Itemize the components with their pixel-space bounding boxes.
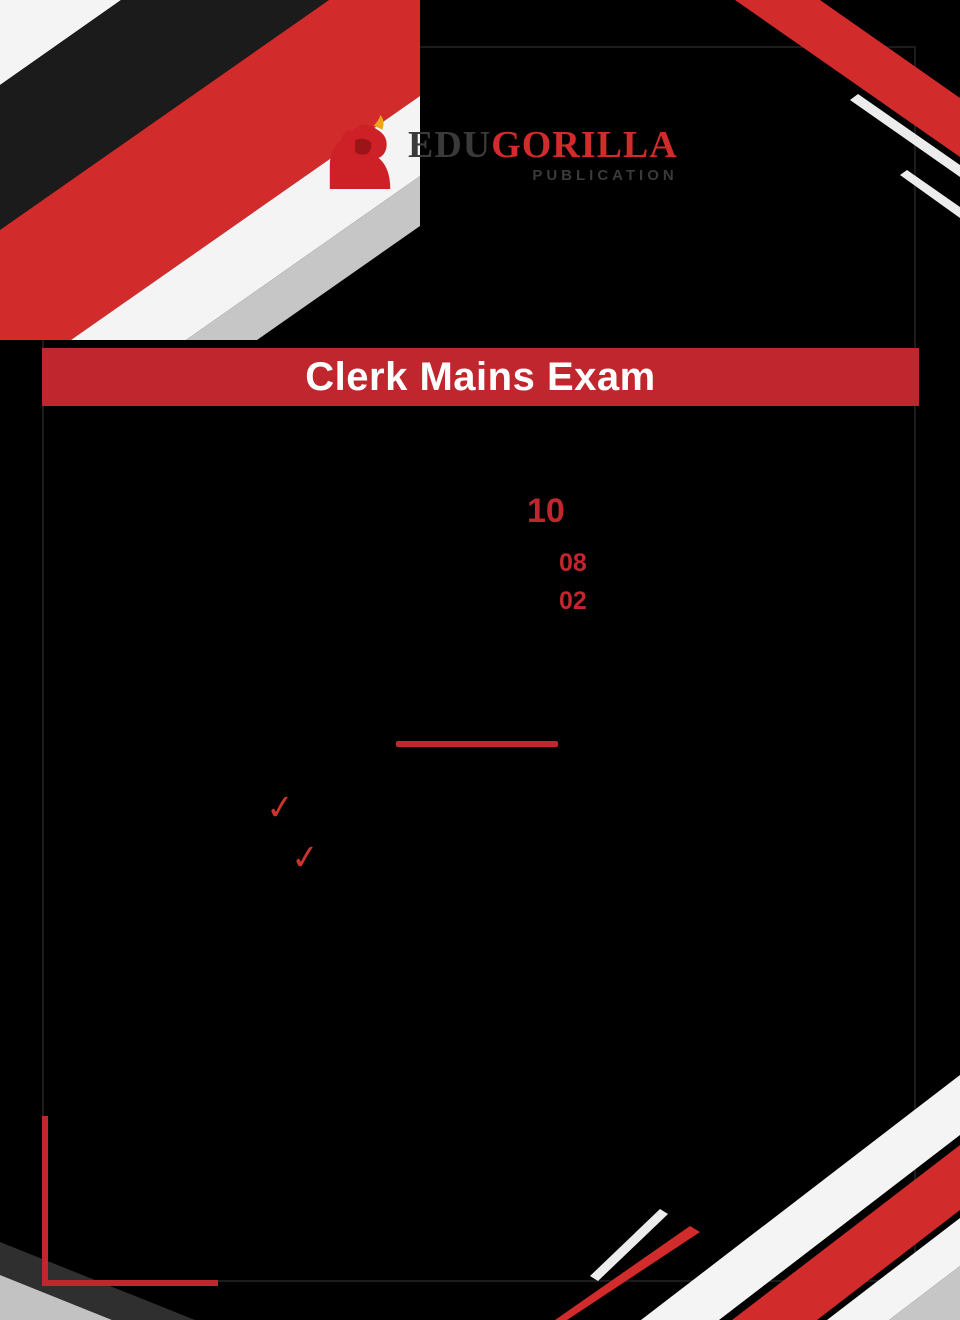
- exam-title: Clerk Mains Exam: [305, 354, 656, 399]
- count-line2: 02: [559, 587, 587, 615]
- logo-wordmark: EDUGORILLA PUBLICATION: [408, 112, 678, 184]
- count-total: 10: [527, 492, 565, 530]
- corner-bracket-horizontal: [42, 1280, 218, 1286]
- corner-bracket-vertical: [42, 1116, 48, 1285]
- logo-tagline: PUBLICATION: [532, 167, 678, 184]
- count-line1: 08: [559, 549, 587, 577]
- checkmark-icon: ✓: [264, 787, 297, 829]
- gorilla-icon: [329, 114, 391, 190]
- flame-icon: [373, 114, 384, 130]
- edugorilla-logo: EDUGORILLA PUBLICATION: [322, 112, 678, 192]
- logo-word-edu: EDU: [408, 124, 492, 166]
- logo-word-gorilla: GORILLA: [491, 124, 678, 166]
- title-banner: Clerk Mains Exam: [42, 348, 919, 406]
- checkmark-icon: ✓: [289, 837, 322, 879]
- red-divider-line: [396, 741, 558, 747]
- page-frame: [42, 46, 916, 1282]
